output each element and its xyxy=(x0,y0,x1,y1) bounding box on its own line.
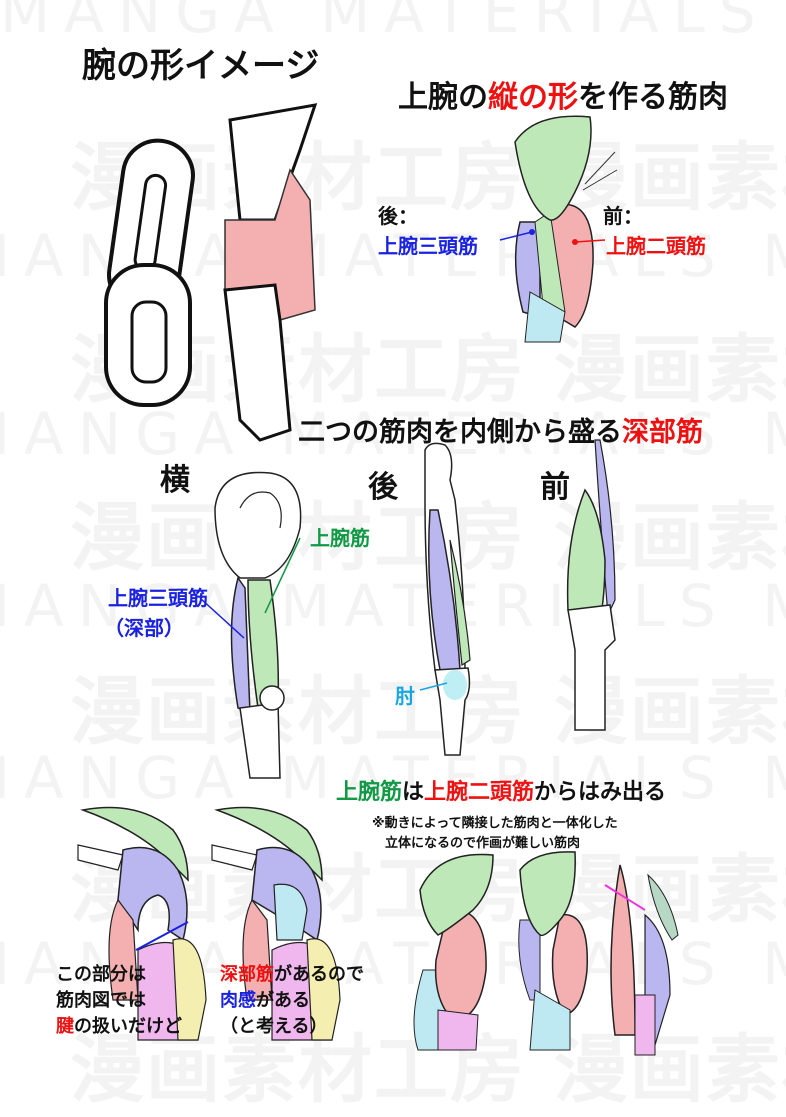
explanation-line: 肉感がある xyxy=(220,988,364,1014)
title-part: は xyxy=(402,780,425,805)
brachialis-label: 上腕筋 xyxy=(310,526,370,550)
back-label: 後： xyxy=(378,204,418,228)
fleshiness-text: 肉感 xyxy=(220,990,256,1011)
elbow-label: 肘 xyxy=(395,684,415,708)
title-red: 上腕二頭筋 xyxy=(424,780,535,805)
section-title-deep-muscle: 二つの筋肉を内側から盛る深部筋 xyxy=(298,410,703,449)
triceps-label: 上腕三頭筋 xyxy=(378,234,478,258)
section-title-vertical-shape: 上腕の縦の形を作る筋肉 xyxy=(398,72,728,116)
note-line-1: ※動きによって隣接した筋肉と一体化した xyxy=(372,816,618,831)
back-view-arm-illustration xyxy=(419,442,471,756)
view-label-front: 前 xyxy=(540,470,570,505)
upper-arm-muscle-illustration xyxy=(499,115,618,343)
explanation-line: 筋肉図では xyxy=(56,990,146,1011)
title-part: 上腕の xyxy=(398,80,488,115)
explanation-text: の扱いだけど xyxy=(74,1016,182,1037)
triceps-deep-sub-label: （深部） xyxy=(104,616,184,640)
triceps-deep-label: 上腕三頭筋 xyxy=(108,586,208,610)
title-highlight: 深部筋 xyxy=(622,417,703,448)
explanation-line: 腱の扱いだけど xyxy=(56,1014,182,1040)
deep-muscle-text: 深部筋 xyxy=(220,964,274,985)
title-green: 上腕筋 xyxy=(336,780,403,805)
title-part: からはみ出る xyxy=(534,780,667,805)
explanation-line: この部分は xyxy=(56,964,146,985)
explanation-text: があるので xyxy=(274,964,364,985)
explanation-text: がある xyxy=(256,990,310,1011)
tendon-text: 腱 xyxy=(56,1016,74,1037)
left-explanation: この部分は 筋肉図では 腱の扱いだけど xyxy=(56,962,182,1040)
biceps-label: 上腕二頭筋 xyxy=(606,234,706,258)
front-label: 前： xyxy=(603,204,643,228)
explanation-line: （と考える） xyxy=(220,1016,328,1037)
view-label-side: 横 xyxy=(160,463,190,498)
title-part: 二つの筋肉を内側から盛る xyxy=(298,417,622,448)
view-label-back: 後 xyxy=(368,470,398,505)
shoulder-muscles-with-deep xyxy=(211,806,341,1041)
chain-illustration xyxy=(104,138,195,407)
arm-muscles-view-1 xyxy=(413,853,494,1051)
arm-muscles-view-2 xyxy=(518,851,589,1051)
explanation-line: 深部筋があるので xyxy=(220,962,364,988)
title-highlight: 縦の形 xyxy=(488,80,578,115)
right-explanation: 深部筋があるので 肉感がある （と考える） xyxy=(220,962,364,1040)
front-view-arm-illustration xyxy=(566,439,616,731)
title-part: を作る筋肉 xyxy=(578,80,728,115)
section-title-arm-shape: 腕の形イメージ xyxy=(82,46,320,86)
note-line-2: 立体になるので作画が難しい筋肉 xyxy=(385,836,581,851)
section-title-brachialis: 上腕筋は上腕二頭筋からはみ出る xyxy=(336,774,666,806)
arm-chain-illustration xyxy=(223,103,318,442)
arm-muscles-view-3 xyxy=(604,864,679,1056)
shoulder-muscles-without-deep xyxy=(77,806,207,1041)
side-view-arm-illustration xyxy=(199,471,302,779)
